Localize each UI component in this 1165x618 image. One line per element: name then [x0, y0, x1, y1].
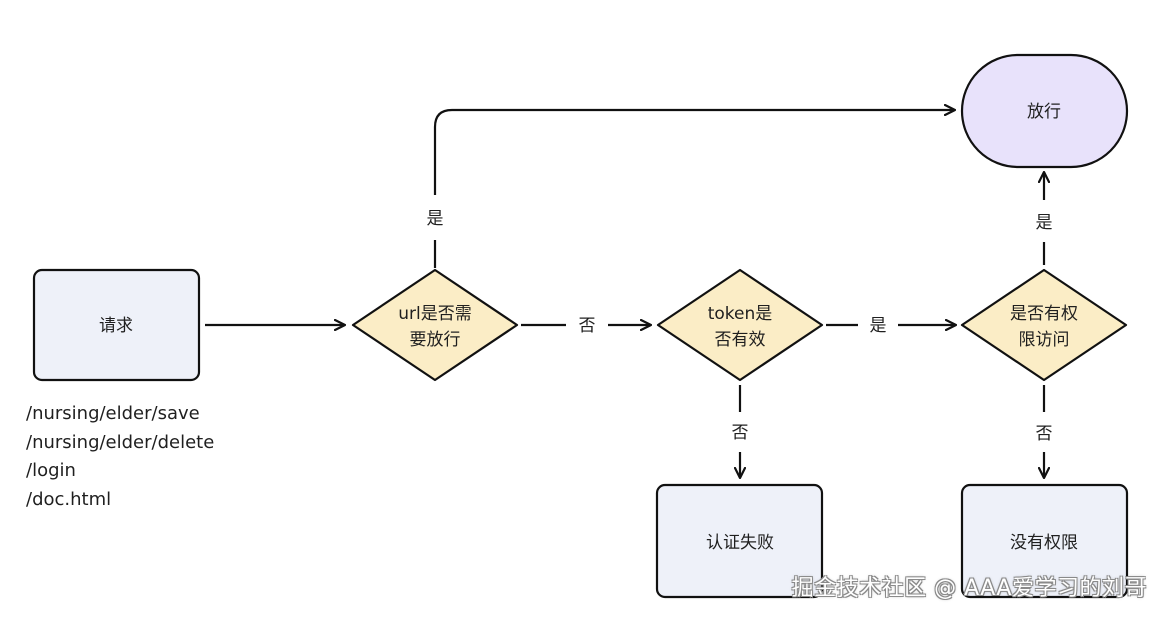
path-item: /nursing/elder/delete	[26, 431, 215, 453]
pass-label: 放行	[1027, 102, 1061, 122]
path-item: /login	[26, 460, 76, 481]
perm-check-line2: 限访问	[1019, 330, 1070, 350]
path-item: /doc.html	[26, 488, 112, 510]
edge-label-token-no: 否	[732, 423, 749, 443]
token-check-line1: token是	[708, 304, 773, 324]
node-pass: 放行	[960, 53, 1129, 169]
edge-labels: 是 否 是 否 是 否	[427, 209, 1053, 444]
node-url-check: url是否需 要放行	[351, 268, 519, 382]
perm-check-diamond	[960, 268, 1128, 382]
token-check-diamond	[656, 268, 824, 382]
url-check-diamond	[351, 268, 519, 382]
edge-label-token-yes: 是	[870, 316, 887, 336]
node-perm-check: 是否有权 限访问	[960, 268, 1128, 382]
no-perm-box	[960, 483, 1129, 599]
edge-label-url-no: 否	[579, 316, 596, 336]
auth-fail-box	[655, 483, 824, 599]
url-check-line2: 要放行	[410, 330, 461, 350]
node-no-perm: 没有权限	[960, 483, 1129, 599]
request-box	[32, 268, 201, 382]
edge-url-yes-upper	[433, 110, 955, 195]
edge-label-perm-no: 否	[1036, 424, 1053, 444]
token-check-line2: 否有效	[715, 330, 766, 350]
url-check-line1: url是否需	[398, 304, 472, 324]
perm-check-line1: 是否有权	[1010, 304, 1078, 324]
watermark: 掘金技术社区 @ AAA爱学习的刘哥	[791, 576, 1147, 601]
edges	[205, 110, 1044, 478]
path-item: /nursing/elder/save	[26, 403, 200, 424]
node-request: 请求	[32, 268, 201, 382]
request-label: 请求	[99, 316, 133, 336]
node-auth-fail: 认证失败	[655, 483, 824, 599]
edge-label-url-yes: 是	[427, 209, 444, 229]
auth-fail-label: 认证失败	[706, 533, 774, 553]
whitelist-paths: /nursing/elder/save /nursing/elder/delet…	[26, 400, 214, 514]
no-perm-label: 没有权限	[1010, 533, 1078, 553]
edge-label-perm-yes: 是	[1036, 213, 1053, 233]
pass-terminal	[960, 53, 1129, 169]
node-token-check: token是 否有效	[656, 268, 824, 382]
